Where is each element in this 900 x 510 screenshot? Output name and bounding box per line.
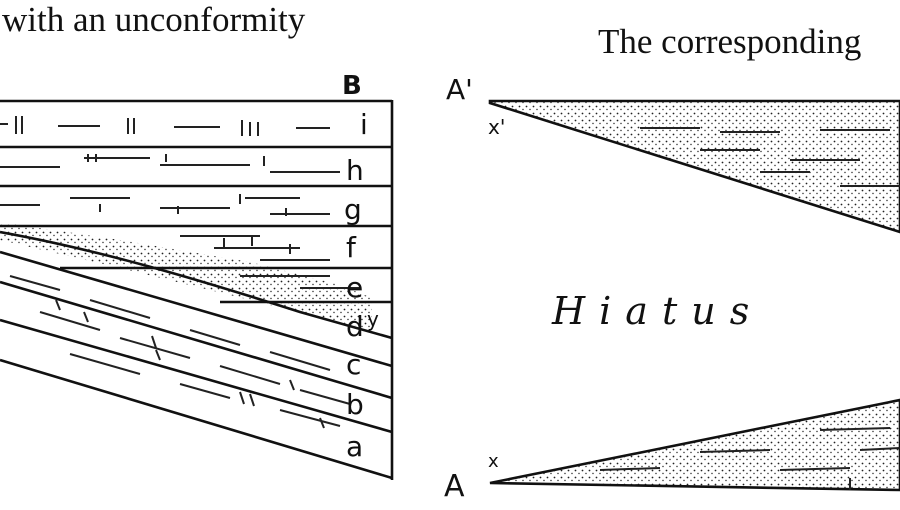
lower-wedge-texture xyxy=(599,427,900,490)
right-section: A' x' A x Hiatus xyxy=(444,73,900,504)
layer-label-i: i xyxy=(360,108,368,141)
corner-label-b: B xyxy=(342,71,362,101)
unconformity-surface xyxy=(0,230,393,340)
lower-wedge xyxy=(489,398,900,492)
layer-label-a: a xyxy=(346,430,363,463)
bed-texture-upper xyxy=(0,116,360,289)
layer-label-d: d xyxy=(346,310,364,343)
caption-left: with an unconformity xyxy=(2,0,306,39)
upper-bed-boundaries xyxy=(0,99,392,304)
upper-wedge xyxy=(488,99,900,234)
hiatus-label: Hiatus xyxy=(551,289,763,333)
layer-label-c: c xyxy=(346,348,361,381)
left-section: B i h g f e d y c b a xyxy=(0,71,394,480)
caption-right: The corresponding xyxy=(598,22,862,61)
label-a: A xyxy=(444,469,465,504)
label-x-prime: x' xyxy=(488,115,505,139)
layer-label-h: h xyxy=(346,154,364,187)
upper-wedge-texture xyxy=(640,127,900,187)
boundary-label-y: y xyxy=(367,307,379,331)
label-x: x xyxy=(488,451,499,472)
layer-label-f: f xyxy=(346,231,357,264)
tilted-bed-boundaries xyxy=(0,250,393,480)
label-a-prime: A' xyxy=(446,73,473,106)
layer-label-g: g xyxy=(344,193,362,226)
layer-label-e: e xyxy=(346,271,363,304)
layer-label-b: b xyxy=(346,388,364,421)
bed-texture-tilted xyxy=(9,275,351,429)
